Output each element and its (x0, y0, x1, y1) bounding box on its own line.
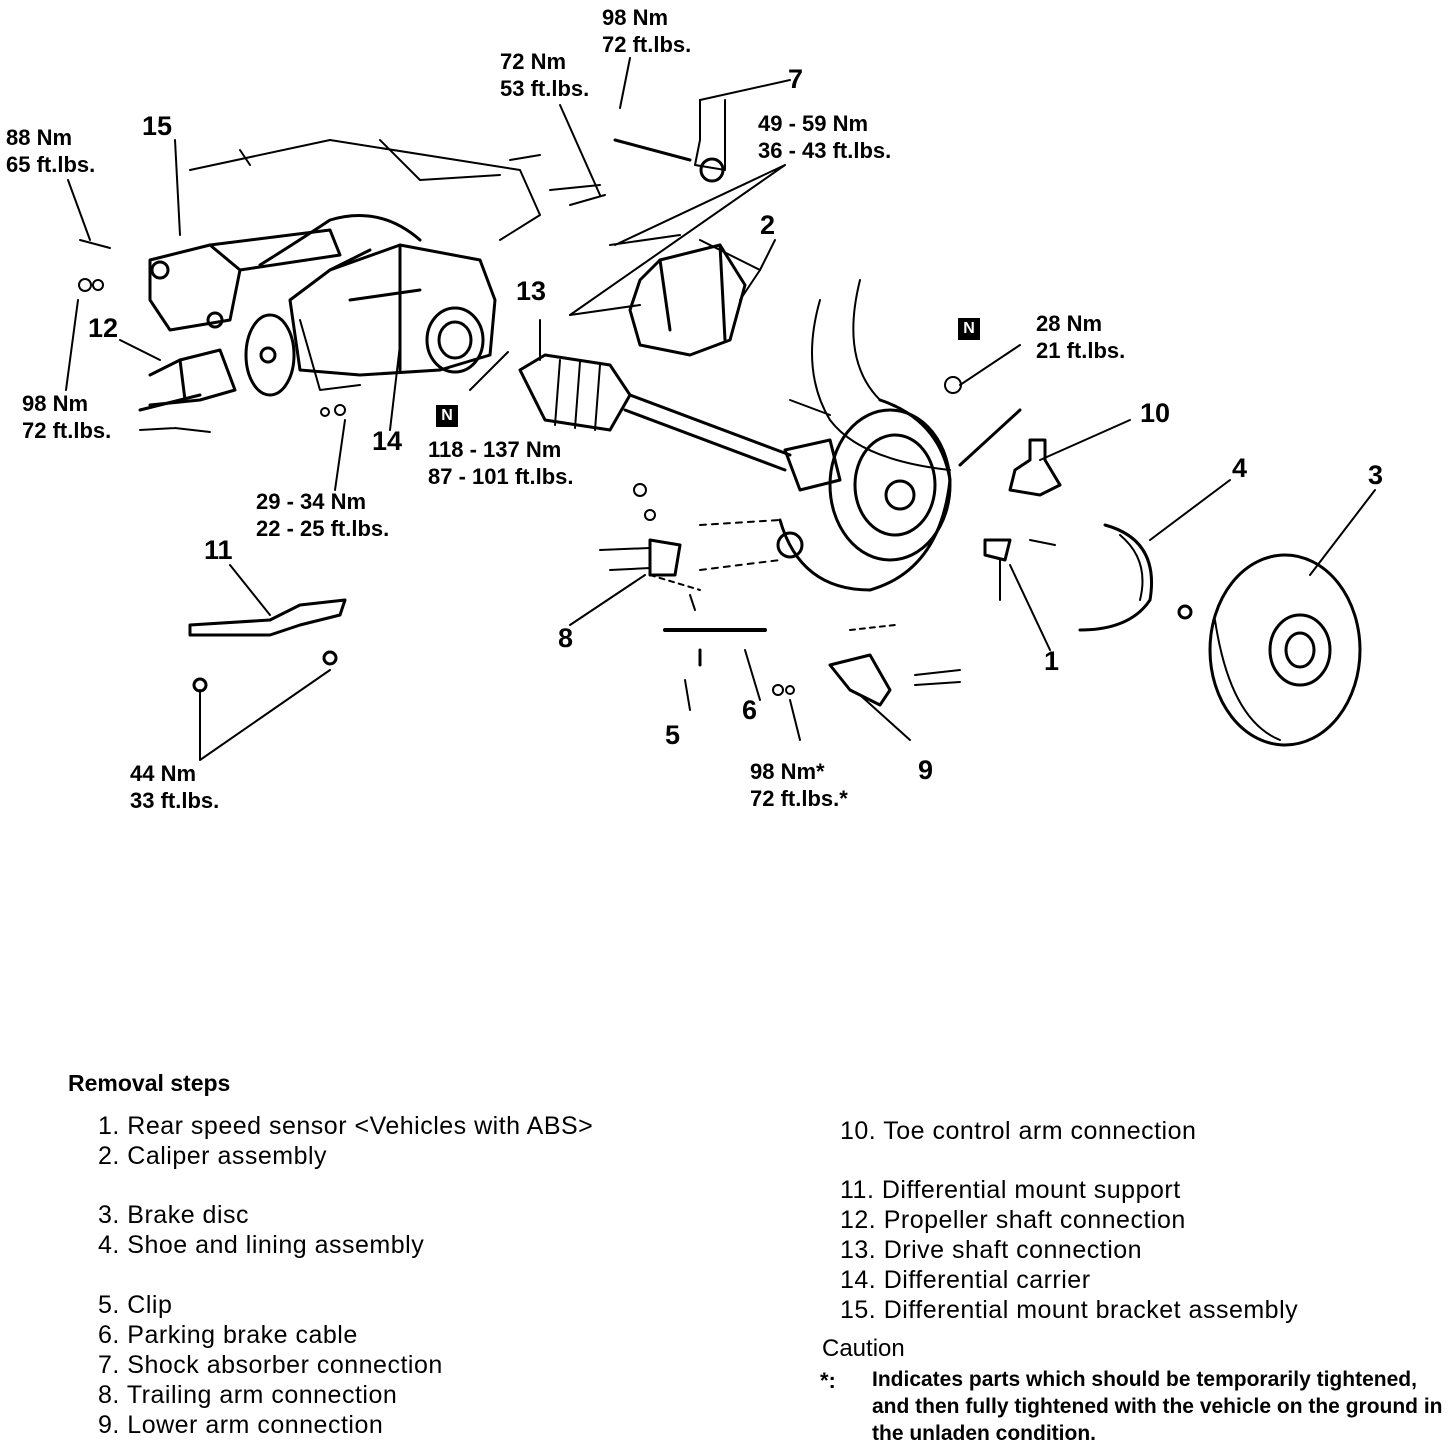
removal-step-13: 13. Drive shaft connection (840, 1236, 1143, 1264)
torque-ftlbs: 36 - 43 ft.lbs. (758, 138, 892, 163)
removal-step-7: 7. Shock absorber connection (98, 1351, 443, 1379)
removal-step-2: 2. Caliper assembly (98, 1142, 328, 1170)
torque-nm: 29 - 34 Nm (256, 489, 367, 514)
torque-ftlbs: 87 - 101 ft.lbs. (428, 464, 574, 489)
torque-label-98nm-left: 98 Nm 72 ft.lbs. (22, 390, 111, 444)
toe-control-joint (958, 408, 1062, 497)
callout-14: 14 (372, 426, 403, 456)
torque-label-44nm: 44 Nm 33 ft.lbs. (130, 760, 219, 814)
torque-nm: 72 Nm (500, 49, 567, 74)
removal-step-11: 11. Differential mount support (840, 1176, 1181, 1204)
torque-nm: 98 Nm* (750, 759, 825, 784)
torque-label-118-137nm: 118 - 137 Nm 87 - 101 ft.lbs. (428, 436, 574, 490)
callout-10: 10 (1140, 398, 1171, 428)
torque-ftlbs: 72 ft.lbs. (22, 418, 112, 443)
fasteners (78, 154, 962, 696)
removal-step-14: 14. Differential carrier (840, 1266, 1091, 1294)
removal-step-12: 12. Propeller shaft connection (840, 1206, 1186, 1234)
callout-12: 12 (88, 313, 119, 343)
torque-nm: 98 Nm (602, 5, 669, 30)
callout-8: 8 (558, 623, 574, 653)
shock-absorber (613, 99, 726, 183)
callout-13: 13 (516, 276, 547, 306)
torque-ftlbs: 65 ft.lbs. (6, 152, 96, 177)
torque-nm: 88 Nm (6, 125, 73, 150)
removal-steps-title: Removal steps (68, 1070, 231, 1096)
caution-text: Indicates parts which should be temporar… (872, 1368, 1443, 1445)
torque-nm: 118 - 137 Nm (428, 437, 562, 462)
callout-15: 15 (142, 111, 173, 141)
removal-step-3: 3. Brake disc (98, 1201, 250, 1229)
callout-7: 7 (788, 64, 804, 94)
propeller-shaft (138, 313, 296, 433)
torque-nm: 44 Nm (130, 761, 197, 786)
drive-shaft (518, 353, 842, 492)
torque-nm: 98 Nm (22, 391, 89, 416)
callout-2: 2 (760, 210, 776, 240)
torque-ftlbs: 22 - 25 ft.lbs. (256, 516, 390, 541)
torque-label-72nm-top: 72 Nm 53 ft.lbs. (500, 48, 589, 102)
removal-step-6: 6. Parking brake cable (98, 1321, 358, 1349)
torque-ftlbs: 21 ft.lbs. (1036, 338, 1126, 363)
differential-mount-support (188, 598, 347, 693)
callout-4: 4 (1232, 453, 1248, 483)
new-part-badge: N (958, 318, 980, 340)
callout-11: 11 (204, 535, 233, 565)
callout-3: 3 (1368, 460, 1384, 490)
parking-brake-cable (663, 594, 767, 667)
removal-step-5: 5. Clip (98, 1291, 173, 1319)
caution-mark: *: (820, 1368, 836, 1393)
torque-label-49-59nm: 49 - 59 Nm 36 - 43 ft.lbs. (758, 110, 891, 164)
speed-sensor (983, 538, 1056, 601)
removal-step-4: 4. Shoe and lining assembly (98, 1231, 425, 1259)
new-part-badge: N (436, 405, 458, 427)
torque-label-98nm-top: 98 Nm 72 ft.lbs. (602, 4, 691, 58)
shoe-lining (1078, 523, 1193, 632)
torque-ftlbs: 72 ft.lbs.* (750, 786, 848, 811)
differential-carrier (288, 243, 497, 391)
removal-step-1: 1. Rear speed sensor <Vehicles with ABS> (98, 1112, 594, 1140)
torque-label-98nm-star: 98 Nm* 72 ft.lbs.* (750, 758, 848, 812)
callout-5: 5 (665, 720, 681, 750)
torque-label-28nm: 28 Nm 21 ft.lbs. (1036, 310, 1125, 364)
lower-arm (828, 624, 961, 707)
removal-step-10: 10. Toe control arm connection (840, 1117, 1197, 1145)
torque-ftlbs: 53 ft.lbs. (500, 76, 590, 101)
removal-step-8: 8. Trailing arm connection (98, 1381, 398, 1409)
leader-lines (65, 57, 1376, 761)
body-floor-outline (189, 139, 951, 471)
caution-title: Caution (822, 1335, 905, 1362)
brake-disc (1208, 553, 1362, 747)
torque-label-88nm: 88 Nm 65 ft.lbs. (6, 124, 95, 178)
hub-knuckle (699, 398, 952, 592)
callout-1: 1 (1044, 646, 1060, 676)
callout-9: 9 (918, 755, 934, 785)
removal-step-15: 15. Differential mount bracket assembly (840, 1296, 1299, 1324)
differential-mount-bracket (148, 214, 422, 332)
removal-step-9: 9. Lower arm connection (98, 1411, 384, 1439)
torque-nm: 49 - 59 Nm (758, 111, 869, 136)
callout-6: 6 (742, 695, 758, 725)
torque-ftlbs: 72 ft.lbs. (602, 32, 692, 57)
torque-ftlbs: 33 ft.lbs. (130, 788, 220, 813)
torque-nm: 28 Nm (1036, 311, 1103, 336)
trailing-arm (599, 538, 701, 591)
torque-label-29-34nm: 29 - 34 Nm 22 - 25 ft.lbs. (256, 488, 389, 542)
